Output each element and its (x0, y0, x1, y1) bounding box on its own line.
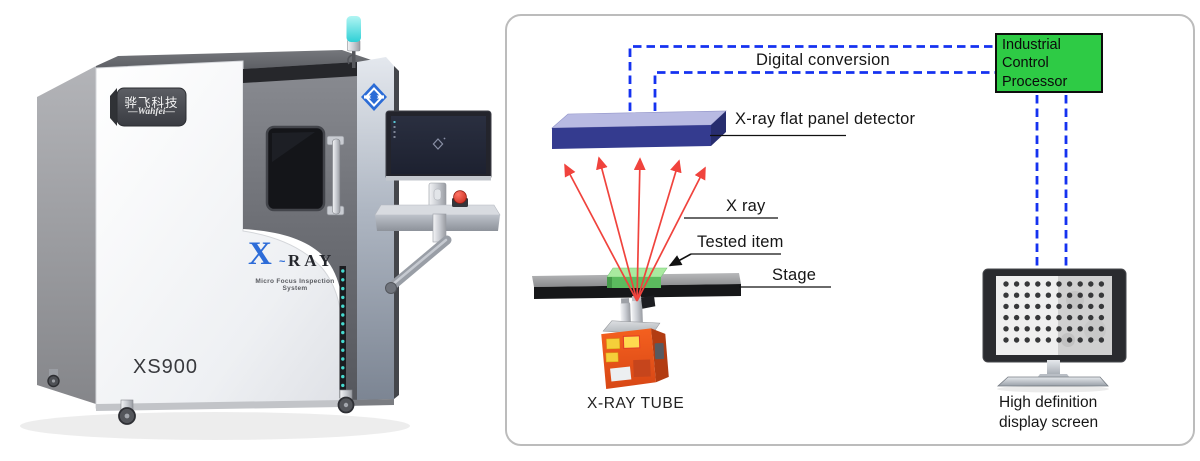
detector-to-processor-line-1 (628, 45, 995, 111)
brand-diamond-icon (361, 83, 387, 111)
machine-right-column (357, 57, 394, 400)
warning-label (605, 352, 619, 363)
caster-wheel (47, 369, 60, 388)
xray-machine-photo (20, 16, 501, 440)
door-handle[interactable] (332, 138, 341, 215)
machine-shadow (20, 412, 410, 440)
detector-to-processor-line-2 (653, 71, 995, 111)
bracket-slot (433, 188, 442, 201)
texture-patch (633, 359, 651, 378)
xray-tube (601, 295, 669, 390)
operator-monitor (385, 110, 492, 181)
xray-label: X ray (726, 197, 766, 215)
detector-label: X-ray flat panel detector (735, 110, 916, 128)
brand-badge-plate (116, 87, 187, 127)
window-reflection (272, 132, 315, 162)
diagram-border (505, 14, 1195, 446)
side-connector (654, 343, 665, 360)
led-strip-dots (341, 269, 345, 396)
door-top-band (243, 62, 357, 83)
warning-label (606, 338, 621, 350)
inspection-principle-diagram (532, 45, 1127, 393)
display-label-line2: display screen (999, 414, 1099, 432)
digital-conversion-label: Digital conversion (756, 51, 890, 69)
monitor-neck (1047, 360, 1060, 378)
keyboard-tray-top (374, 204, 501, 216)
brand-badge-latin-text: —Wahfei— (128, 107, 175, 117)
tested-item-label: Tested item (697, 233, 784, 251)
support-arm-highlight (390, 238, 448, 287)
warning-label (622, 335, 641, 349)
machine-base-strip-right (345, 399, 394, 406)
monitor-base (996, 376, 1109, 387)
machine-base-strip (96, 400, 343, 411)
beacon-lamp (346, 16, 361, 42)
door-logo-ray: RAY (288, 251, 336, 270)
label-underlines (684, 134, 846, 288)
xray-tube-label: X-RAY TUBE (587, 395, 685, 412)
door-logo-tilde: ~ (279, 256, 286, 268)
model-number-label: XS900 (133, 356, 199, 378)
door-logo-x: X (248, 236, 272, 272)
stage-label: Stage (772, 266, 817, 284)
flat-panel-detector (551, 110, 727, 149)
arm-hinge (385, 282, 397, 294)
machine-left-side-panel (37, 66, 96, 404)
bga-dot-grid (1003, 281, 1105, 343)
monitor-shadow (997, 385, 1109, 393)
display-screen-label: High definition display screen (999, 393, 1129, 433)
spec-sticker (610, 366, 632, 382)
tube-connector (641, 295, 656, 309)
emergency-stop-button[interactable] (452, 190, 468, 207)
operator-monitor-screen (391, 116, 486, 174)
xray-beam-arrows (564, 156, 706, 302)
caster-wheel (337, 389, 355, 414)
caster-wheel (118, 399, 136, 425)
brand-badge-chinese-text: 骅飞科技 (124, 96, 179, 110)
screen-logo-icon (432, 137, 446, 150)
signal-tower-light (346, 16, 361, 68)
display-label-line1: High definition (999, 394, 1098, 411)
signal-path-lines (628, 45, 1068, 267)
door-logo-subtitle: Micro Focus Inspection System (255, 278, 335, 292)
hd-display-monitor (982, 268, 1127, 393)
industrial-control-processor-box: Industrial Control Processor (995, 33, 1103, 93)
badge-left-tab (110, 88, 117, 126)
tested-item-pointer-arrow (668, 253, 692, 267)
